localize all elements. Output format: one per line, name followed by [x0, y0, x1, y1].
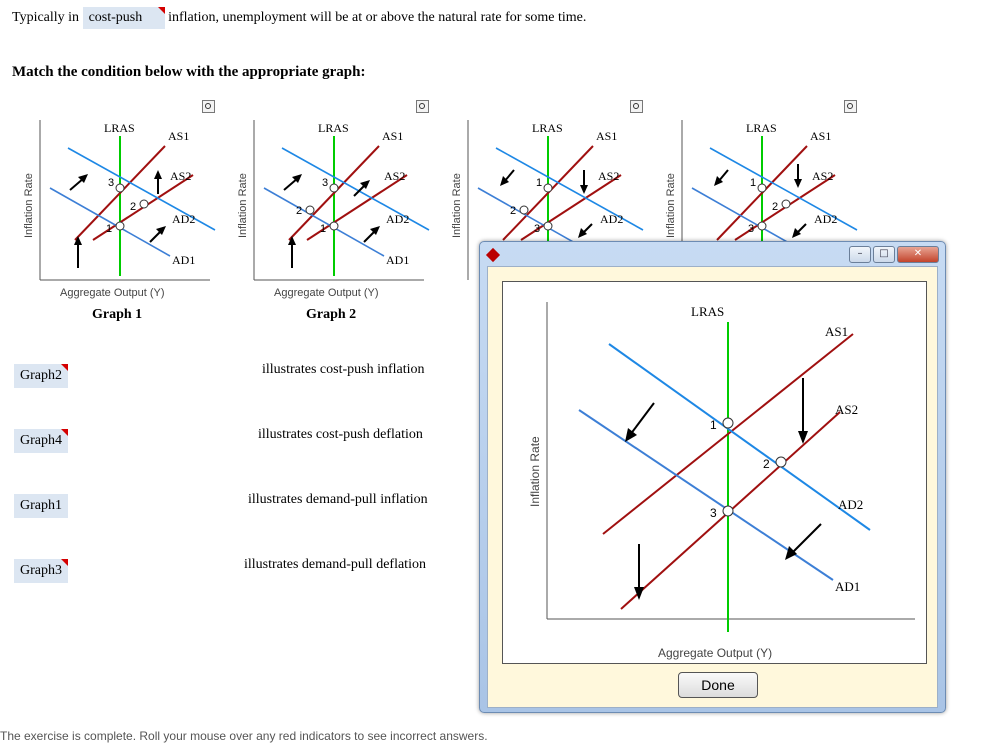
point-label: 2 — [130, 201, 136, 213]
y-axis-label: Inflation Rate — [665, 173, 677, 238]
point-label: 2 — [296, 205, 302, 217]
point-label: 3 — [748, 223, 754, 235]
zoom-icon[interactable] — [202, 100, 215, 113]
app-icon — [485, 247, 501, 263]
as1-label: AS1 — [810, 129, 831, 143]
y-axis-label: Inflation Rate — [528, 436, 542, 507]
red-indicator[interactable] — [61, 364, 68, 371]
graph-1: 3 2 1 LRAS AS1 AS2 AD2 AD1 Inflation Rat… — [20, 100, 220, 303]
as1-label: AS1 — [825, 324, 848, 339]
close-icon[interactable]: ✕ — [897, 246, 939, 263]
ad2-label: AD2 — [814, 212, 837, 226]
y-axis-label: Inflation Rate — [237, 173, 249, 238]
ad2-label: AD2 — [838, 497, 863, 512]
question-suffix: inflation, unemployment will be at or ab… — [168, 10, 587, 25]
zoom-icon[interactable] — [416, 100, 429, 113]
done-button[interactable]: Done — [678, 672, 758, 698]
point-label: 3 — [108, 177, 114, 189]
as2-label: AS2 — [812, 169, 833, 183]
match-answer-value: Graph3 — [20, 563, 62, 578]
match-condition-1: illustrates cost-push inflation — [262, 362, 425, 377]
red-indicator[interactable] — [157, 7, 165, 14]
graph-2: 3 2 1 LRAS AS1 AS2 AD2 AD1 Inflation Rat… — [234, 100, 434, 303]
point-label: 2 — [510, 205, 516, 217]
ad2-label: AD2 — [172, 212, 195, 226]
point-label: 3 — [710, 506, 717, 520]
lras-label: LRAS — [532, 121, 563, 135]
status-footer: The exercise is complete. Roll your mous… — [0, 729, 488, 743]
as2-label: AS2 — [384, 169, 405, 183]
point-label: 2 — [772, 201, 778, 213]
as1-label: AS1 — [382, 129, 403, 143]
point-label: 1 — [320, 223, 326, 235]
y-axis-label: Inflation Rate — [23, 173, 35, 238]
x-axis-label: Aggregate Output (Y) — [658, 646, 772, 660]
instruction-heading: Match the condition below with the appro… — [12, 64, 366, 80]
as1-label: AS1 — [168, 129, 189, 143]
y-axis-label: Inflation Rate — [451, 173, 463, 238]
red-indicator[interactable] — [61, 429, 68, 436]
match-answer-value: Graph4 — [20, 433, 62, 448]
point-label: 1 — [536, 177, 542, 189]
lras-label: LRAS — [318, 121, 349, 135]
point-label: 2 — [763, 457, 770, 471]
point-label: 1 — [106, 223, 112, 235]
match-condition-4: illustrates demand-pull deflation — [244, 557, 426, 572]
match-answer-4[interactable]: Graph3 — [14, 559, 68, 583]
as1-label: AS1 — [596, 129, 617, 143]
match-answer-2[interactable]: Graph4 — [14, 429, 68, 453]
graph-popup-window[interactable]: – □ ✕ 1 2 3 LRAS AS1 AS2 AD2 — [479, 241, 946, 713]
point-label: 3 — [534, 223, 540, 235]
red-indicator[interactable] — [61, 559, 68, 566]
ad1-label: AD1 — [386, 253, 409, 267]
point-label: 1 — [750, 177, 756, 189]
graph-2-plot: 3 2 1 LRAS AS1 AS2 AD2 AD1 Inflation Rat… — [237, 120, 430, 299]
as2-label: AS2 — [835, 402, 858, 417]
window-controls: – □ ✕ — [849, 246, 939, 263]
lras-label: LRAS — [691, 304, 724, 319]
popup-content: 1 2 3 LRAS AS1 AS2 AD2 AD1 Inflation Rat… — [487, 266, 938, 708]
graph-3-plot: 1 2 3 LRAS AS1 AS2 AD2 Inflation Rate — [451, 120, 644, 280]
graph-1-plot: 3 2 1 LRAS AS1 AS2 AD2 AD1 Inflation Rat… — [23, 120, 216, 299]
match-answer-value: Graph2 — [20, 368, 62, 383]
as2-label: AS2 — [170, 169, 191, 183]
zoom-icon[interactable] — [630, 100, 643, 113]
zoom-icon[interactable] — [844, 100, 857, 113]
graph-1-title: Graph 1 — [92, 307, 143, 322]
as2-label: AS2 — [598, 169, 619, 183]
match-condition-3: illustrates demand-pull inflation — [248, 492, 428, 507]
question-prefix: Typically in — [12, 10, 80, 25]
match-condition-2: illustrates cost-push deflation — [258, 427, 423, 442]
match-answer-3[interactable]: Graph1 — [14, 494, 68, 518]
lras-label: LRAS — [104, 121, 135, 135]
maximize-icon[interactable]: □ — [873, 246, 895, 263]
match-answer-1[interactable]: Graph2 — [14, 364, 68, 388]
match-answer-value: Graph1 — [20, 498, 62, 513]
popup-plot-frame: 1 2 3 LRAS AS1 AS2 AD2 AD1 Inflation Rat… — [502, 281, 927, 664]
lras-label: LRAS — [746, 121, 777, 135]
popup-graph: 1 2 3 LRAS AS1 AS2 AD2 AD1 Inflation Rat… — [528, 302, 915, 660]
question-sentence: Typically in cost-push inflation, unempl… — [12, 7, 586, 29]
x-axis-label: Aggregate Output (Y) — [60, 287, 165, 299]
minimize-icon[interactable]: – — [849, 246, 871, 263]
answer-dropdown[interactable]: cost-push — [82, 7, 165, 29]
ad1-label: AD1 — [835, 579, 860, 594]
answer-value: cost-push — [88, 10, 143, 25]
x-axis-label: Aggregate Output (Y) — [274, 287, 379, 299]
point-label: 3 — [322, 177, 328, 189]
ad2-label: AD2 — [386, 212, 409, 226]
graph-2-title: Graph 2 — [306, 307, 357, 322]
ad1-label: AD1 — [172, 253, 195, 267]
graph-3: 1 2 3 LRAS AS1 AS2 AD2 Inflation Rate — [448, 100, 648, 303]
ad2-label: AD2 — [600, 212, 623, 226]
point-label: 1 — [710, 418, 717, 432]
